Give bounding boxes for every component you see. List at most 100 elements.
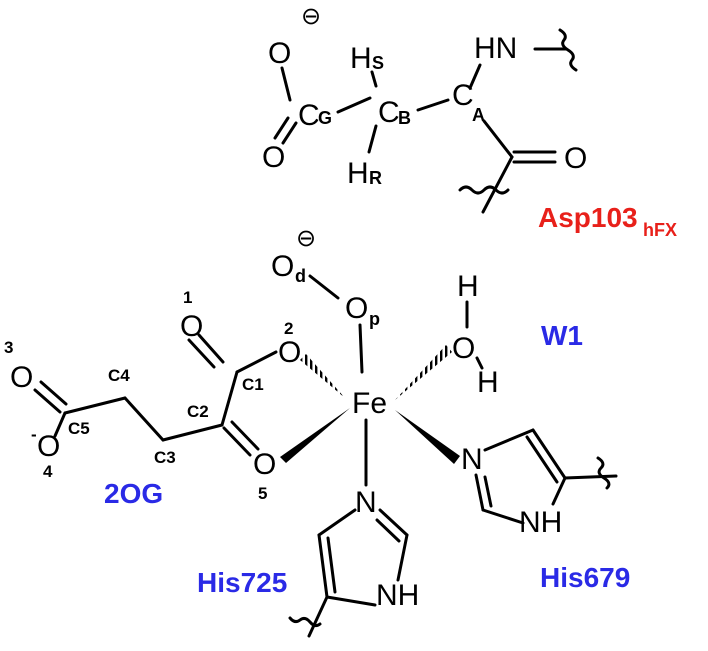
his725-c-n-bond-b [375, 518, 401, 543]
2og-c5-label: C5 [68, 419, 90, 438]
fe-water-hashed-bond [395, 345, 452, 400]
asp-o-top: O [268, 37, 291, 70]
2og-c3-label: C3 [154, 448, 176, 467]
asp-cb-sub: B [398, 108, 411, 128]
his679-nh-c-bond [481, 508, 525, 525]
asp-co-single-bond [280, 66, 292, 102]
his679-label: His679 [540, 562, 630, 593]
water-h1: H [457, 270, 479, 303]
asp-ca-carbonyl-bond [482, 119, 514, 159]
his725-n-c-bond [317, 508, 357, 537]
asp-cb: C [378, 96, 400, 129]
his679-n-c-bond [483, 428, 535, 452]
asp-ca: C [452, 79, 474, 112]
2og-num-5: 5 [258, 484, 267, 503]
asp-cg-sub: G [318, 108, 332, 128]
asp-hr-sub: R [369, 168, 382, 188]
asp-ca-n-bond [468, 63, 482, 90]
superoxo-ligand: ⊖ O d O p [271, 225, 380, 374]
2og-c1-c2-bond [220, 370, 239, 427]
asp103-residue: ⊖ O O C G C B C A H S H R HN O Asp103 hF… [262, 3, 677, 240]
asp-cg: C [298, 99, 320, 132]
his725-c-nh-bond [325, 595, 377, 607]
his725-wavy-break [288, 616, 322, 628]
2og-o4: O [37, 430, 60, 463]
2og-o1: O [180, 310, 203, 343]
asp-charge-icon: ⊖ [301, 3, 321, 30]
his679-c-c-bond-b [525, 435, 559, 484]
his679-n: N [461, 443, 483, 476]
2og-c5-o3-double-2 [39, 380, 68, 406]
asp103-label-sub: hFX [643, 220, 677, 240]
2og-c2-c3-bond [161, 423, 224, 442]
asp-hr: H [347, 157, 369, 190]
2og-num-4: 4 [43, 462, 53, 481]
2og-num-2: 2 [284, 319, 293, 338]
his725-ch2-bond [307, 595, 329, 638]
asp-chain-wavy-break [458, 185, 510, 195]
fe-op-bond [358, 323, 364, 374]
his679-wavy-break [596, 456, 611, 490]
water-w1: H O H W1 [395, 270, 583, 400]
2og-c5-o3-double-1 [33, 388, 62, 414]
asp-cb-hr-bond [367, 124, 378, 154]
2og-o5: O [253, 448, 276, 481]
2og-num-1: 1 [183, 288, 192, 307]
2og-c2-label: C2 [187, 402, 209, 421]
his679-ch2-bond [563, 474, 618, 480]
his725-c-c-bond-a [317, 533, 329, 599]
his679-c-nh-bond [551, 476, 567, 506]
asp-co-double-bond-2 [281, 121, 298, 145]
asp-o-carbonyl: O [564, 142, 587, 175]
superoxo-od: O [271, 250, 294, 283]
fe-o5-wedge-bond [280, 408, 350, 463]
2og-o3: O [10, 361, 33, 394]
2og-o2: O [278, 336, 301, 369]
2og-ligand: 1 2 3 4 5 O O O O - O C1 C2 C3 C4 C5 2OG [4, 288, 350, 509]
superoxo-oo-bond [308, 274, 340, 300]
his725-residue: N NH His725 [197, 418, 419, 638]
2og-o4-minus: - [31, 425, 37, 444]
asp-ca-sub: A [472, 105, 485, 125]
asp-o-bottom: O [262, 141, 285, 174]
asp-cg-cb-bond [336, 96, 372, 114]
asp-cb-hs-bond [370, 70, 378, 88]
2og-num-3: 3 [4, 338, 13, 357]
superoxo-op-sub: p [369, 309, 380, 329]
superoxo-op: O [345, 292, 368, 325]
asp-carbonyl-chain-bond [481, 155, 514, 214]
fe-center: Fe [352, 387, 387, 420]
asp-n-wavy-break [558, 28, 578, 72]
his679-c-c-bond-a [531, 428, 567, 480]
2og-c1-o2-bond [235, 350, 278, 374]
fe-o2-hashed-bond [300, 354, 345, 398]
his725-c-n-bond-a [378, 508, 409, 537]
2og-c1-label: C1 [242, 375, 264, 394]
2og-c4-c5-bond [63, 396, 127, 415]
asp-hn: HN [474, 32, 517, 65]
his679-c-n-bond-a [474, 473, 485, 512]
his725-nh-c-bond [396, 533, 409, 582]
asp-hs-sub: S [372, 53, 384, 73]
2og-c1-o1-double-2 [197, 333, 225, 364]
his679-c-n-bond-b [483, 475, 493, 508]
2og-c2-o5-double-2 [230, 420, 260, 451]
fe-his679-wedge-bond [395, 410, 460, 464]
his679-residue: N NH His679 [395, 410, 630, 593]
his725-c-c-bond-b [326, 536, 337, 594]
2og-c1-o1-double-1 [187, 338, 216, 369]
his725-n: N [355, 486, 377, 519]
2og-c2-o5-double-1 [222, 426, 252, 457]
water-o: O [452, 332, 475, 365]
asp-hs: H [350, 42, 372, 75]
2og-c4-label: C4 [108, 366, 130, 385]
his725-label: His725 [197, 567, 287, 598]
his725-nh: NH [376, 579, 419, 612]
2og-c3-c4-bond [123, 396, 165, 442]
water-oh2-bond [475, 356, 484, 370]
asp-co-double-bond-1 [273, 116, 290, 140]
w1-label: W1 [541, 320, 583, 351]
2og-c5-o4-bond [53, 411, 67, 438]
